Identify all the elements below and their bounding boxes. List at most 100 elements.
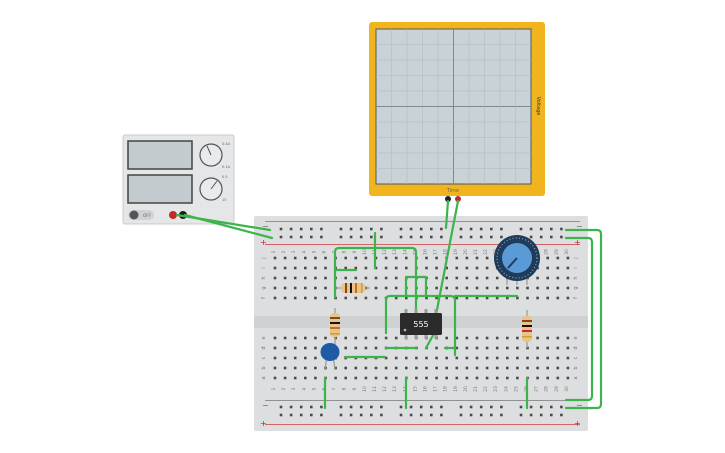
breadboard-hole[interactable] bbox=[283, 256, 287, 260]
breadboard-hole[interactable] bbox=[459, 413, 463, 417]
breadboard-hole[interactable] bbox=[354, 336, 358, 340]
breadboard-hole[interactable] bbox=[455, 286, 459, 290]
breadboard-hole[interactable] bbox=[526, 286, 529, 290]
oscilloscope[interactable]: Time Voltage bbox=[369, 22, 545, 202]
breadboard-hole[interactable] bbox=[344, 346, 347, 350]
breadboard-hole[interactable] bbox=[405, 266, 408, 270]
breadboard-hole[interactable] bbox=[374, 286, 378, 290]
breadboard-hole[interactable] bbox=[314, 256, 317, 260]
breadboard-hole[interactable] bbox=[314, 356, 317, 360]
breadboard-hole[interactable] bbox=[304, 346, 307, 350]
breadboard-hole[interactable] bbox=[405, 356, 408, 360]
breadboard-hole[interactable] bbox=[506, 286, 509, 290]
breadboard-hole[interactable] bbox=[550, 405, 553, 409]
breadboard-hole[interactable] bbox=[283, 336, 287, 340]
breadboard-hole[interactable] bbox=[516, 356, 519, 360]
breadboard-hole[interactable] bbox=[459, 235, 463, 239]
breadboard-hole[interactable] bbox=[485, 276, 489, 280]
breadboard-hole[interactable] bbox=[304, 266, 307, 270]
breadboard-hole[interactable] bbox=[479, 227, 483, 231]
breadboard-hole[interactable] bbox=[556, 256, 560, 260]
breadboard-hole[interactable] bbox=[374, 376, 378, 380]
breadboard-hole[interactable] bbox=[405, 366, 408, 370]
potentiometer[interactable] bbox=[494, 235, 540, 285]
breadboard-hole[interactable] bbox=[526, 366, 529, 370]
breadboard-hole[interactable] bbox=[324, 256, 327, 260]
breadboard-hole[interactable] bbox=[283, 266, 287, 270]
breadboard-hole[interactable] bbox=[440, 227, 443, 231]
breadboard-hole[interactable] bbox=[384, 376, 388, 380]
breadboard-hole[interactable] bbox=[516, 346, 519, 350]
ceramic-capacitor[interactable] bbox=[320, 343, 340, 371]
breadboard-hole[interactable] bbox=[445, 266, 448, 270]
breadboard-hole[interactable] bbox=[536, 376, 539, 380]
wire-rail-loop-inner[interactable] bbox=[564, 236, 594, 402]
scope-probe-red-terminal[interactable] bbox=[455, 196, 461, 202]
breadboard-hole[interactable] bbox=[479, 235, 483, 239]
breadboard-hole[interactable] bbox=[304, 286, 307, 290]
breadboard-hole[interactable] bbox=[485, 296, 489, 300]
breadboard-hole[interactable] bbox=[546, 356, 549, 360]
breadboard-hole[interactable] bbox=[539, 235, 543, 239]
breadboard-hole[interactable] bbox=[359, 227, 363, 231]
breadboard-hole[interactable] bbox=[455, 366, 459, 370]
breadboard-hole[interactable] bbox=[475, 286, 479, 290]
breadboard-hole[interactable] bbox=[344, 366, 347, 370]
breadboard-hole[interactable] bbox=[546, 266, 549, 270]
breadboard-hole[interactable] bbox=[314, 296, 317, 300]
breadboard-hole[interactable] bbox=[273, 276, 277, 280]
breadboard-hole[interactable] bbox=[293, 336, 297, 340]
breadboard-hole[interactable] bbox=[344, 276, 347, 280]
breadboard-hole[interactable] bbox=[435, 346, 438, 350]
breadboard-hole[interactable] bbox=[314, 336, 317, 340]
breadboard-hole[interactable] bbox=[465, 356, 469, 360]
breadboard-hole[interactable] bbox=[364, 366, 368, 370]
breadboard-hole[interactable] bbox=[339, 405, 343, 409]
breadboard-hole[interactable] bbox=[495, 346, 499, 350]
breadboard-hole[interactable] bbox=[425, 376, 428, 380]
breadboard-hole[interactable] bbox=[370, 405, 373, 409]
breadboard-hole[interactable] bbox=[394, 266, 398, 270]
breadboard-hole[interactable] bbox=[506, 366, 509, 370]
breadboard-hole[interactable] bbox=[435, 296, 438, 300]
breadboard-hole[interactable] bbox=[490, 227, 493, 231]
scope-probe-black-terminal[interactable] bbox=[445, 196, 451, 202]
breadboard-hole[interactable] bbox=[485, 356, 489, 360]
breadboard-hole[interactable] bbox=[314, 276, 317, 280]
breadboard-hole[interactable] bbox=[364, 266, 368, 270]
breadboard-hole[interactable] bbox=[566, 276, 570, 280]
breadboard-hole[interactable] bbox=[344, 256, 347, 260]
breadboard-hole[interactable] bbox=[465, 376, 469, 380]
breadboard-hole[interactable] bbox=[419, 227, 423, 231]
breadboard-hole[interactable] bbox=[293, 366, 297, 370]
breadboard-hole[interactable] bbox=[293, 356, 297, 360]
breadboard-hole[interactable] bbox=[465, 346, 469, 350]
breadboard-hole[interactable] bbox=[380, 227, 383, 231]
breadboard-hole[interactable] bbox=[415, 366, 418, 370]
breadboard-hole[interactable] bbox=[289, 227, 293, 231]
breadboard-hole[interactable] bbox=[310, 413, 313, 417]
breadboard-hole[interactable] bbox=[475, 336, 479, 340]
breadboard-hole[interactable] bbox=[485, 266, 489, 270]
breadboard-hole[interactable] bbox=[475, 256, 479, 260]
breadboard-hole[interactable] bbox=[359, 405, 363, 409]
breadboard-hole[interactable] bbox=[279, 235, 283, 239]
breadboard-hole[interactable] bbox=[430, 405, 433, 409]
breadboard-hole[interactable] bbox=[384, 276, 388, 280]
breadboard-hole[interactable] bbox=[475, 356, 479, 360]
breadboard-hole[interactable] bbox=[459, 227, 463, 231]
breadboard-hole[interactable] bbox=[506, 346, 509, 350]
breadboard-hole[interactable] bbox=[539, 413, 543, 417]
breadboard-hole[interactable] bbox=[384, 356, 388, 360]
breadboard-hole[interactable] bbox=[546, 276, 549, 280]
breadboard-hole[interactable] bbox=[465, 336, 469, 340]
breadboard-hole[interactable] bbox=[339, 413, 343, 417]
breadboard-hole[interactable] bbox=[465, 286, 469, 290]
breadboard-hole[interactable] bbox=[339, 235, 343, 239]
breadboard-hole[interactable] bbox=[384, 366, 388, 370]
breadboard-hole[interactable] bbox=[364, 346, 368, 350]
breadboard-hole[interactable] bbox=[435, 256, 438, 260]
breadboard-hole[interactable] bbox=[516, 366, 519, 370]
breadboard-hole[interactable] bbox=[566, 256, 570, 260]
breadboard-hole[interactable] bbox=[279, 405, 283, 409]
